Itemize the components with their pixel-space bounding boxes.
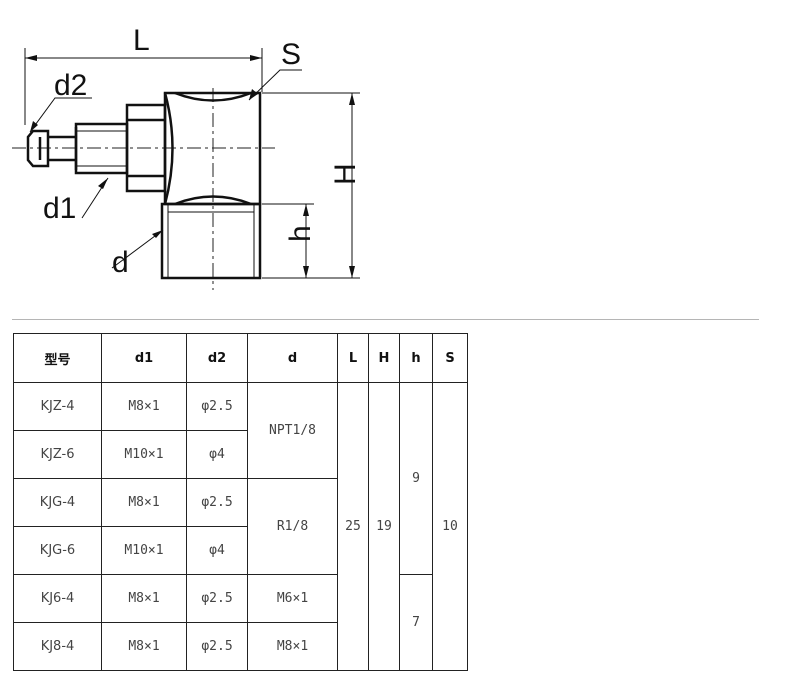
technical-drawing: L S d2 d1 d H h xyxy=(12,24,362,290)
cell-h-9: 9 xyxy=(399,382,433,575)
table-row: KJZ-4 M8×1 φ2.5 NPT1/8 25 19 9 10 xyxy=(13,382,468,671)
label-d2: d2 xyxy=(54,69,87,102)
dimension-arrows xyxy=(25,55,355,278)
cell-model: KJZ-4 xyxy=(13,382,102,431)
header-d1: d1 xyxy=(101,333,187,383)
header-row: 型号 d1 d2 d L H h S xyxy=(13,333,468,383)
cell-d2: φ4 xyxy=(186,526,248,575)
cell-d1: M10×1 xyxy=(101,526,187,575)
cell-d-npt: NPT1/8 xyxy=(247,382,338,479)
table-row: KJ8-4 M8×1 φ2.5 M8×1 xyxy=(13,622,468,671)
header-d: d xyxy=(247,333,338,383)
header-model: 型号 xyxy=(13,333,102,383)
header-L: L xyxy=(337,333,369,383)
label-L: L xyxy=(133,24,150,57)
cell-model: KJ8-4 xyxy=(13,622,102,671)
table-row: KJ6-4 M8×1 φ2.5 M6×1 7 xyxy=(13,574,468,671)
header-d2: d2 xyxy=(186,333,248,383)
spec-table: 型号 d1 d2 d L H h S KJZ-4 M8×1 φ2.5 NPT1/… xyxy=(13,333,468,671)
header-H: H xyxy=(368,333,400,383)
cell-d-m8: M8×1 xyxy=(247,622,338,671)
cell-d1: M10×1 xyxy=(101,430,187,479)
cell-model: KJG-6 xyxy=(13,526,102,575)
cell-model: KJG-4 xyxy=(13,478,102,527)
cell-h-7: 7 xyxy=(399,574,433,671)
cell-d1: M8×1 xyxy=(101,574,187,623)
table-row: KJG-6 M10×1 φ4 xyxy=(13,526,468,575)
label-h: h xyxy=(284,225,317,242)
cell-d-r: R1/8 xyxy=(247,478,338,575)
cell-d1: M8×1 xyxy=(101,478,187,527)
cell-H: 19 xyxy=(368,382,400,671)
table-row: KJZ-6 M10×1 φ4 xyxy=(13,430,468,479)
header-h: h xyxy=(399,333,433,383)
label-S: S xyxy=(281,38,301,71)
cell-d2: φ2.5 xyxy=(186,622,248,671)
section-divider xyxy=(12,319,759,320)
dimension-lines xyxy=(24,48,360,279)
cell-d2: φ2.5 xyxy=(186,382,248,431)
label-d: d xyxy=(112,246,129,279)
cell-d2: φ4 xyxy=(186,430,248,479)
table-row: KJG-4 M8×1 φ2.5 R1/8 xyxy=(13,478,468,575)
cell-model: KJZ-6 xyxy=(13,430,102,479)
header-S: S xyxy=(432,333,468,383)
cell-d2: φ2.5 xyxy=(186,478,248,527)
cell-d2: φ2.5 xyxy=(186,574,248,623)
cell-S: 10 xyxy=(432,382,468,671)
label-d1: d1 xyxy=(43,192,76,225)
lower-thread-outline xyxy=(160,202,262,280)
center-lines xyxy=(12,88,275,290)
cell-d1: M8×1 xyxy=(101,382,187,431)
label-H: H xyxy=(329,163,362,185)
cell-model: KJ6-4 xyxy=(13,574,102,623)
cell-d1: M8×1 xyxy=(101,622,187,671)
cell-L: 25 xyxy=(337,382,369,671)
cell-d-m6: M6×1 xyxy=(247,574,338,623)
